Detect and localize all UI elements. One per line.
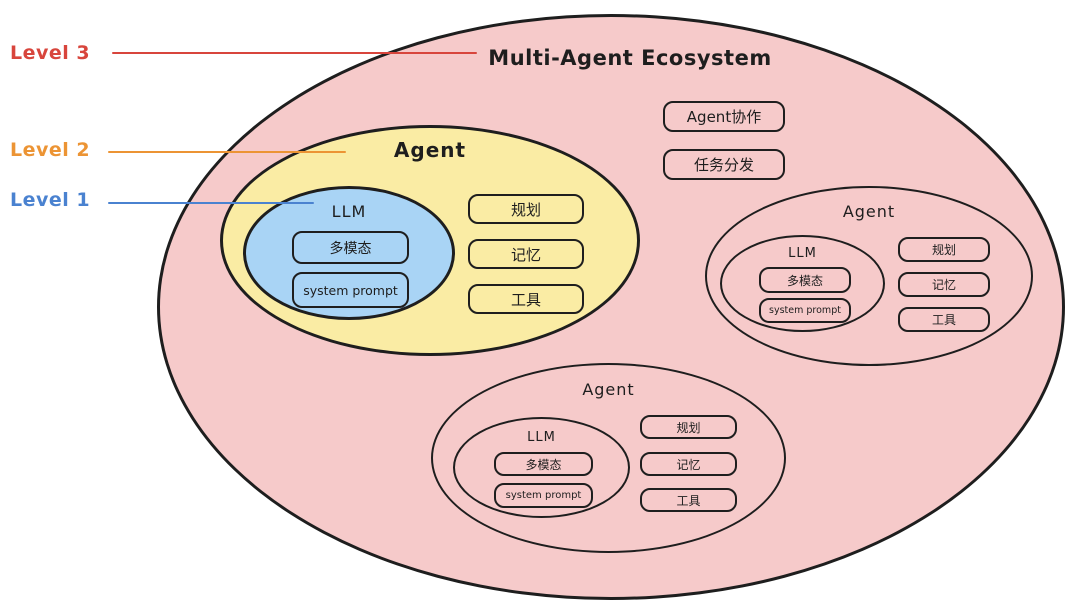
module-box-tools: 工具	[640, 488, 737, 512]
ecosystem-ellipse: Multi-Agent Ecosystem Agent协作 任务分发 Agent…	[157, 14, 1065, 600]
llm-title: LLM	[788, 246, 817, 261]
level-2-leader-line	[108, 151, 346, 153]
legend-label-level-1: Level 1	[10, 189, 91, 211]
level-1-leader-line	[108, 202, 314, 204]
feature-box-multimodal: 多模态	[759, 267, 851, 293]
llm-title: LLM	[331, 202, 367, 221]
agent-title: Agent	[842, 202, 896, 221]
agent-ellipse-right: Agent LLM 多模态 system prompt 规划 记忆 工具	[705, 186, 1033, 366]
module-box-tools: 工具	[898, 307, 990, 332]
agent-ellipse-bottom: Agent LLM 多模态 system prompt 规划 记忆 工具	[431, 363, 786, 553]
module-box-memory: 记忆	[898, 272, 990, 297]
feature-box-system-prompt: system prompt	[759, 298, 851, 323]
legend-label-level-3: Level 3	[10, 42, 91, 64]
ecosystem-title: Multi-Agent Ecosystem	[488, 46, 772, 70]
agent-title: Agent	[582, 380, 635, 399]
feature-box-multimodal: 多模态	[494, 452, 593, 476]
feature-box-system-prompt: system prompt	[494, 483, 593, 508]
feature-box-multimodal: 多模态	[292, 231, 409, 264]
legend-label-level-2: Level 2	[10, 139, 91, 161]
agent-ellipse-main: Agent LLM 多模态 system prompt 规划 记忆 工具	[220, 125, 640, 356]
llm-title: LLM	[527, 430, 556, 445]
level-3-leader-line	[112, 52, 477, 54]
llm-ellipse: LLM 多模态 system prompt	[453, 417, 630, 518]
feature-box-system-prompt: system prompt	[292, 272, 409, 308]
capability-box-task-dispatch: 任务分发	[663, 149, 785, 180]
module-box-planning: 规划	[640, 415, 737, 439]
module-box-memory: 记忆	[468, 239, 584, 269]
llm-ellipse: LLM 多模态 system prompt	[243, 186, 455, 320]
module-box-planning: 规划	[468, 194, 584, 224]
module-box-planning: 规划	[898, 237, 990, 262]
agent-title: Agent	[393, 138, 467, 162]
capability-box-agent-collaboration: Agent协作	[663, 101, 785, 132]
module-box-memory: 记忆	[640, 452, 737, 476]
llm-ellipse: LLM 多模态 system prompt	[720, 235, 885, 332]
module-box-tools: 工具	[468, 284, 584, 314]
